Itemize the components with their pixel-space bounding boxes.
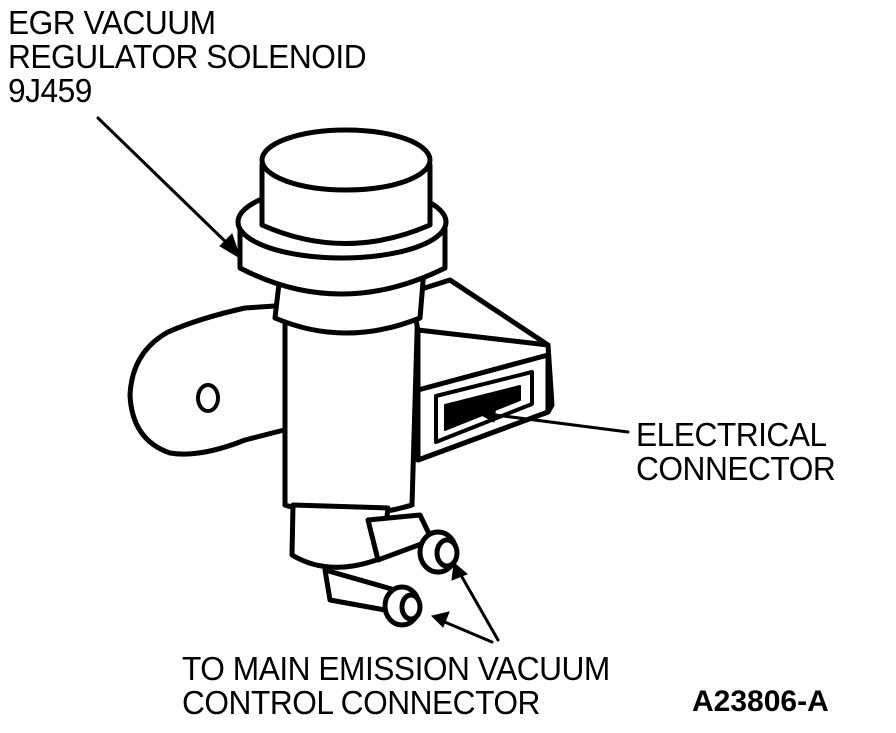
vacuum-arrowhead-a	[451, 562, 468, 581]
solenoid-leader-line	[96, 116, 234, 250]
vacuum-connector-label: TO MAIN EMISSION VACUUM CONTROL CONNECTO…	[182, 652, 610, 720]
solenoid-label-line-2: REGULATOR SOLENOID	[8, 38, 367, 75]
electrical-connector-label: ELECTRICAL CONNECTOR	[636, 416, 836, 487]
vacuum-label-line-2: CONTROL CONNECTOR	[182, 684, 540, 721]
cap-top	[259, 127, 433, 193]
vacuum-leader-line-a	[456, 568, 500, 642]
solenoid-part-number: 9J459	[8, 72, 92, 109]
vacuum-arrowhead-b	[431, 611, 450, 628]
upper-port-tip-inner	[434, 537, 460, 569]
vacuum-label-line-1: TO MAIN EMISSION VACUUM	[182, 650, 610, 687]
mounting-hole	[196, 383, 220, 413]
electrical-label-line-2: CONNECTOR	[636, 450, 836, 487]
solenoid-label: EGR VACUUM REGULATOR SOLENOID 9J459	[8, 4, 367, 109]
figure-id: A23806-A	[692, 685, 829, 718]
mounting-bracket	[127, 302, 295, 457]
solenoid-label-line-1: EGR VACUUM	[8, 4, 216, 41]
electrical-label-line-1: ELECTRICAL	[636, 416, 827, 453]
lower-port-tip-inner	[399, 592, 423, 622]
connector-inner-shadow	[444, 385, 521, 431]
electrical-arrowhead	[476, 404, 497, 423]
solenoid-arrowhead	[219, 233, 241, 260]
vacuum-leader-line-b	[438, 618, 494, 644]
electrical-leader-line	[486, 412, 630, 434]
